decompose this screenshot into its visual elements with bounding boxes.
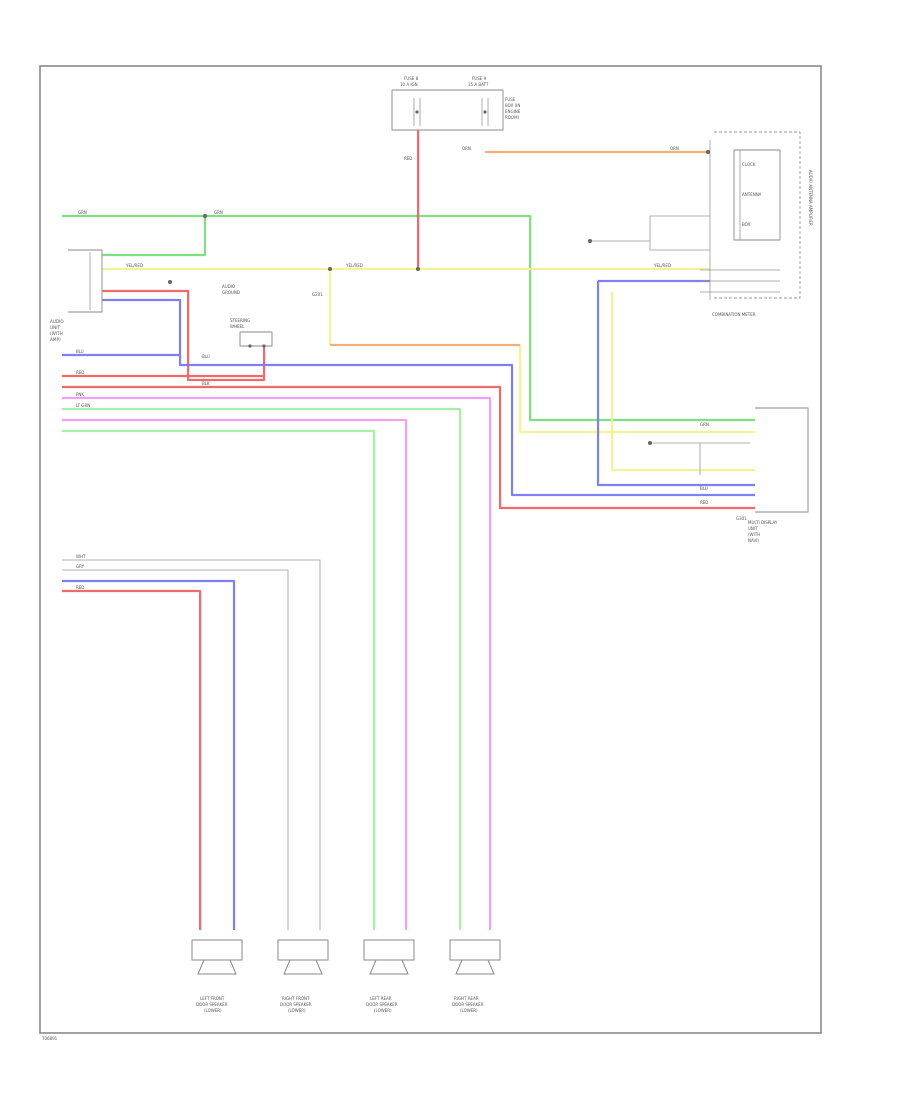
svg-text:FUSE: FUSE bbox=[505, 97, 516, 102]
svg-text:BLU: BLU bbox=[76, 349, 84, 354]
svg-text:WHEEL: WHEEL bbox=[230, 324, 245, 329]
svg-text:BLU: BLU bbox=[202, 354, 210, 359]
svg-text:STEERING: STEERING bbox=[230, 318, 250, 323]
svg-text:NAVI): NAVI) bbox=[748, 538, 759, 543]
svg-text:GRN: GRN bbox=[700, 422, 709, 427]
svg-text:BLK: BLK bbox=[202, 381, 210, 386]
svg-text:15 A BATT: 15 A BATT bbox=[468, 82, 489, 87]
svg-text:GRN: GRN bbox=[214, 210, 223, 215]
svg-text:(WITH: (WITH bbox=[50, 331, 63, 336]
svg-text:(LOWER): (LOWER) bbox=[374, 1008, 392, 1013]
steering-switch: STEERING WHEEL bbox=[230, 318, 273, 348]
svg-text:RED: RED bbox=[76, 585, 84, 590]
wire-red-lower bbox=[62, 589, 202, 930]
svg-text:AUDIO: AUDIO bbox=[50, 319, 64, 324]
wire-blue-right bbox=[596, 279, 755, 487]
wire-red-display bbox=[62, 374, 755, 510]
svg-text:YEL/RED: YEL/RED bbox=[653, 263, 671, 268]
svg-text:(LOWER): (LOWER) bbox=[460, 1008, 478, 1013]
svg-text:GRY: GRY bbox=[76, 564, 85, 569]
svg-text:LT GRN: LT GRN bbox=[76, 403, 90, 408]
svg-text:BOX: BOX bbox=[742, 222, 751, 227]
svg-text:BOX (IN: BOX (IN bbox=[505, 103, 520, 108]
head-unit: AUDIO UNIT (WITH AMP) bbox=[50, 249, 103, 342]
svg-text:RED: RED bbox=[76, 370, 84, 375]
junction-dots bbox=[168, 150, 710, 445]
wire-green-bus bbox=[62, 214, 755, 422]
svg-text:RIGHT FRONT: RIGHT FRONT bbox=[282, 996, 310, 1001]
svg-text:FUSE 8: FUSE 8 bbox=[404, 76, 419, 81]
svg-text:ROOM): ROOM) bbox=[505, 115, 520, 120]
svg-text:GRN: GRN bbox=[78, 210, 87, 215]
svg-text:ENGINE: ENGINE bbox=[505, 109, 521, 114]
wire-pink-1 bbox=[62, 396, 492, 930]
svg-text:ORN: ORN bbox=[462, 146, 471, 151]
svg-text:MULTI DISPLAY: MULTI DISPLAY bbox=[748, 520, 778, 525]
svg-text:G201: G201 bbox=[312, 292, 323, 297]
wire-gray-lower bbox=[62, 559, 321, 930]
svg-text:PNK: PNK bbox=[76, 392, 84, 397]
diagram-code: T06891 bbox=[41, 1036, 58, 1041]
svg-text:BLU: BLU bbox=[700, 486, 708, 491]
svg-text:LEFT FRONT: LEFT FRONT bbox=[200, 996, 225, 1001]
wire-pink-2 bbox=[62, 418, 408, 930]
svg-text:UNIT: UNIT bbox=[50, 325, 60, 330]
svg-text:GROUND: GROUND bbox=[222, 290, 240, 295]
wire-labels: GRN GRN YEL/RED YEL/RED YEL/RED RED ORN … bbox=[76, 146, 709, 590]
svg-text:(WITH: (WITH bbox=[748, 532, 760, 537]
svg-text:AMP): AMP) bbox=[50, 337, 61, 342]
svg-text:DOOR SPEAKER: DOOR SPEAKER bbox=[452, 1002, 484, 1007]
svg-text:COMBINATION METER: COMBINATION METER bbox=[712, 312, 756, 317]
svg-text:YEL/RED: YEL/RED bbox=[345, 263, 363, 268]
wire-ltgreen-1 bbox=[62, 407, 462, 930]
speaker-right-front: RIGHT FRONT DOOR SPEAKER (LOWER) bbox=[277, 939, 329, 1013]
speaker-right-rear: RIGHT REAR DOOR SPEAKER (LOWER) bbox=[449, 939, 501, 1013]
svg-text:AUDIO: AUDIO bbox=[222, 284, 235, 289]
svg-text:YEL/RED: YEL/RED bbox=[125, 263, 143, 268]
multi-display-unit: MULTI DISPLAY UNIT (WITH NAVI) G301 bbox=[736, 407, 809, 543]
svg-text:RIGHT REAR: RIGHT REAR bbox=[454, 996, 479, 1001]
wire-red-head bbox=[102, 289, 266, 382]
svg-text:DOOR SPEAKER: DOOR SPEAKER bbox=[196, 1002, 228, 1007]
svg-text:DOOR SPEAKER: DOOR SPEAKER bbox=[280, 1002, 312, 1007]
svg-text:G301: G301 bbox=[736, 516, 747, 521]
svg-text:(LOWER): (LOWER) bbox=[288, 1008, 306, 1013]
svg-text:AUDIO ANTENNA AMPLIFIER: AUDIO ANTENNA AMPLIFIER bbox=[808, 170, 813, 226]
svg-text:ANTENNA: ANTENNA bbox=[742, 192, 762, 197]
svg-text:CLOCK: CLOCK bbox=[742, 162, 756, 167]
diagram-frame bbox=[39, 65, 822, 1034]
svg-text:DOOR SPEAKER: DOOR SPEAKER bbox=[366, 1002, 398, 1007]
svg-text:FUSE 9: FUSE 9 bbox=[472, 76, 487, 81]
wire-blue-lower bbox=[62, 579, 236, 930]
svg-text:RED: RED bbox=[700, 500, 708, 505]
svg-text:ORN: ORN bbox=[670, 146, 679, 151]
svg-text:LEFT REAR: LEFT REAR bbox=[370, 996, 392, 1001]
speaker-left-rear: LEFT REAR DOOR SPEAKER (LOWER) bbox=[363, 939, 415, 1013]
wire-ltgreen-2 bbox=[62, 429, 376, 930]
svg-text:UNIT: UNIT bbox=[748, 526, 758, 531]
svg-text:WHT: WHT bbox=[76, 554, 86, 559]
wire-yellow-right bbox=[518, 292, 755, 472]
wire-green-drop bbox=[102, 216, 207, 257]
fuse-block: FUSE 8 10 A IGN FUSE 9 15 A BATT FUSE BO… bbox=[391, 76, 521, 131]
audio-ground: AUDIO GROUND G201 bbox=[222, 284, 323, 297]
wire-blue-head bbox=[102, 298, 755, 497]
combination-meter: CLOCK ANTENNA BOX COMBINATION METER AUDI… bbox=[700, 131, 813, 317]
speaker-left-front: LEFT FRONT DOOR SPEAKER (LOWER) bbox=[191, 939, 243, 1013]
svg-text:RED: RED bbox=[404, 156, 412, 161]
svg-text:10 A IGN: 10 A IGN bbox=[400, 82, 418, 87]
svg-text:(LOWER): (LOWER) bbox=[204, 1008, 222, 1013]
